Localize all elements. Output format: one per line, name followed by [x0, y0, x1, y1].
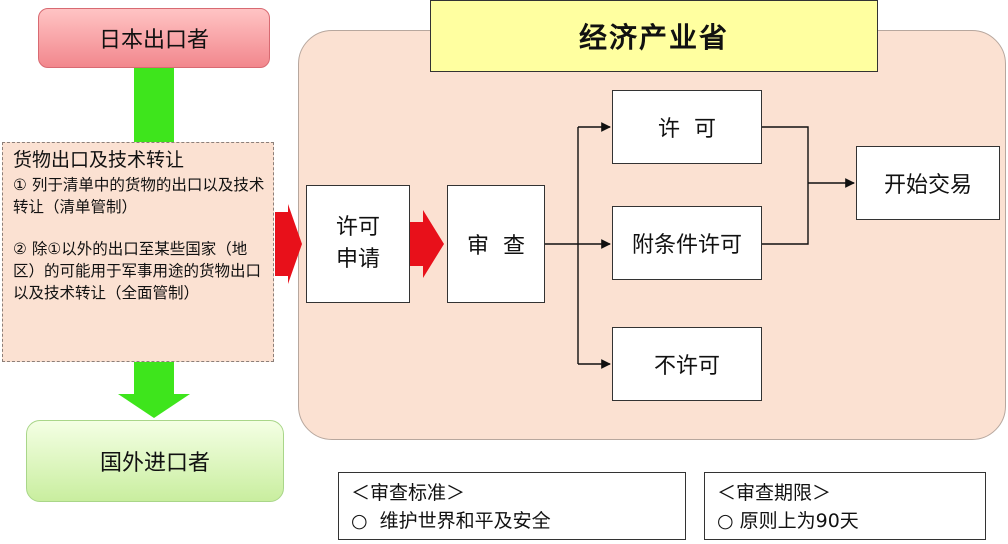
review-criteria-title: ＜审查标准＞ [351, 482, 466, 504]
review-criteria-box: ＜审查标准＞ ○ 维护世界和平及安全 [338, 472, 686, 540]
permit-application-line2: 申请 [335, 247, 380, 272]
permit-application-line1: 许可 [335, 215, 380, 240]
review-label: 审 查 [467, 234, 525, 259]
permit-application-box: 许可 申请 [306, 185, 410, 303]
meti-title: 经济产业省 [578, 21, 729, 54]
no-permit-box: 不许可 [612, 327, 762, 401]
permit-box: 许 可 [612, 90, 762, 164]
japan-exporter-box: 日本出口者 [38, 8, 270, 68]
no-permit-label: 不许可 [653, 354, 720, 379]
conditional-permit-label: 附条件许可 [631, 233, 742, 258]
permit-label: 许 可 [658, 117, 716, 142]
review-period-box: ＜审查期限＞ ○ 原则上为90天 [704, 472, 986, 540]
scope-title: 货物出口及技术转让 [13, 149, 185, 171]
japan-exporter-label: 日本出口者 [98, 28, 209, 53]
scope-box: 货物出口及技术转让 ① 列于清单中的货物的出口以及技术转让（清单管制） ② 除①… [2, 142, 274, 362]
foreign-importer-label: 国外进口者 [99, 451, 210, 476]
scope-item-list-control: ① 列于清单中的货物的出口以及技术转让（清单管制） [13, 176, 265, 216]
foreign-importer-box: 国外进口者 [26, 420, 284, 502]
start-trade-label: 开始交易 [883, 173, 972, 198]
review-box: 审 查 [447, 185, 545, 303]
review-criteria-item: ○ 维护世界和平及安全 [351, 510, 551, 532]
scope-item-catch-all-control: ② 除①以外的出口至某些国家（地区）的可能用于军事用途的货物出口以及技术转让（全… [13, 240, 262, 302]
start-trade-box: 开始交易 [856, 146, 1000, 220]
meti-header: 经济产业省 [430, 0, 878, 72]
review-period-item: ○ 原则上为90天 [717, 510, 859, 532]
review-period-title: ＜审查期限＞ [717, 482, 832, 504]
conditional-permit-box: 附条件许可 [612, 206, 762, 280]
